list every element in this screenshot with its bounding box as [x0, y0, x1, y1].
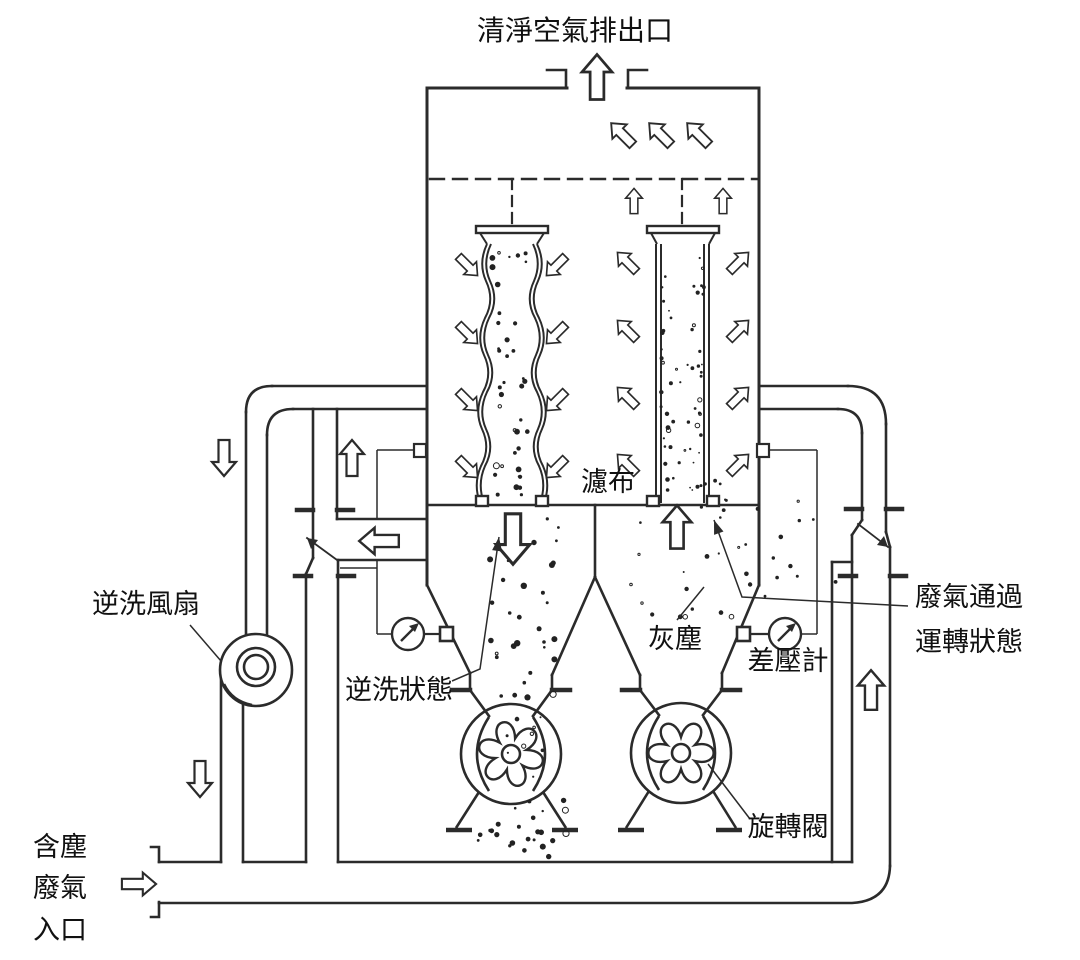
backwash-state-leader: [451, 536, 500, 682]
dust-particles: [476, 251, 838, 860]
backwash-fan: [218, 632, 294, 708]
filter-cloth-label: 濾布: [581, 467, 635, 497]
inlet-flange: [149, 900, 161, 919]
valve-shaft: [670, 742, 692, 764]
bag-outflow-arrow-icon: [722, 313, 756, 347]
inlet-right-arrow-icon: [120, 871, 158, 897]
bag-foot: [534, 494, 550, 508]
bag-outflow-arrow-icon: [610, 380, 644, 414]
bag-foot: [645, 494, 661, 508]
return-up-arrow-icon: [338, 438, 366, 478]
backwash-suction-pipe: [244, 384, 429, 652]
fan-leader: [189, 624, 222, 662]
bag-inflow-arrow-icon: [451, 317, 485, 351]
bag-foot: [705, 494, 721, 508]
rotary-valve-right: [618, 701, 742, 833]
pressure-gauge-left: [340, 442, 440, 652]
bag-outflow-arrow-icon: [610, 313, 644, 347]
plenum-flow-arrow-icon: [679, 115, 717, 153]
labels: 清淨空氣排出口 濾布 逆洗風扇 逆洗狀態 灰塵 差壓計 廢氣通過 運轉狀態 旋轉…: [33, 15, 1023, 945]
rotary-valve-label: 旋轉閥: [748, 812, 829, 842]
piping: [149, 384, 909, 919]
filter-chamber: [425, 68, 761, 677]
fan-inlet-eye-inner: [242, 653, 270, 681]
fan-scroll: [222, 683, 253, 707]
backwash-state-label: 逆洗狀態: [345, 675, 453, 705]
gauge-needle-icon: [786, 623, 796, 632]
leader-arrowhead-icon: [492, 537, 503, 552]
plenum-flow-arrow-icon: [641, 115, 679, 153]
backwash-return-duct: [292, 407, 429, 864]
outlet-flange: [545, 68, 568, 90]
right-filter-bag: [645, 224, 721, 508]
instrumentation: [340, 442, 818, 652]
rotary-valve-left: [446, 702, 578, 833]
inlet-label-line2: 廢氣: [33, 873, 87, 903]
gauge-needle-icon: [409, 623, 419, 632]
return-duct-left-arrow-icon: [357, 526, 401, 556]
clean-air-outlet-label: 清淨空氣排出口: [477, 15, 673, 47]
gauge-tap-flange: [438, 625, 455, 643]
differential-pressure-gauge-label: 差壓計: [748, 646, 829, 676]
bag-inflow-arrow-icon: [539, 317, 573, 351]
backwash-down-arrow-icon: [494, 512, 532, 566]
bag-cap: [474, 224, 550, 235]
leader-arrowhead-icon: [714, 520, 724, 535]
inlet-flange: [149, 845, 161, 864]
damper-icon: [877, 536, 888, 547]
valve-rotor: [647, 722, 715, 784]
filter-bags: [474, 224, 721, 508]
riser-up-arrow-icon: [856, 668, 886, 712]
operating-state-label: 運轉狀態: [915, 627, 1023, 657]
chamber-tap-flange: [412, 442, 428, 459]
dust-leader: [676, 586, 705, 621]
bag-foot: [474, 494, 490, 508]
waste-gas-passing-label: 廢氣通過: [915, 582, 1023, 612]
tube-sheet-up-arrow-icon: [713, 187, 733, 215]
outlet-flow-arrow-icon: [580, 53, 614, 101]
bag-outflow-arrow-icon: [610, 245, 644, 279]
plenum-flow-arrow-icon: [603, 115, 641, 153]
outlet-flange: [626, 68, 649, 90]
leader-lines: [189, 519, 909, 820]
discharge-down-arrow-icon: [186, 759, 214, 799]
bag-outflow-arrow-icon: [722, 245, 756, 279]
backwash-fan-label: 逆洗風扇: [92, 589, 200, 619]
rotary-valves: [446, 701, 742, 833]
inlet-label-line1: 含塵: [33, 832, 87, 862]
hoppers: [425, 583, 761, 718]
valve-shaft: [500, 743, 522, 765]
bag-cap: [645, 224, 721, 235]
bag-outflow-arrow-icon: [722, 380, 756, 414]
dust-label: 灰塵: [648, 624, 702, 654]
inlet-duct: [149, 845, 892, 919]
bag-inflow-arrow-icon: [451, 249, 485, 283]
inlet-label-line3: 入口: [33, 915, 87, 945]
tube-sheet-up-arrow-icon: [624, 187, 644, 215]
filtering-up-arrow-icon: [661, 504, 693, 550]
suction-down-arrow-icon: [210, 438, 238, 478]
rotary-valve-leader: [707, 763, 751, 820]
gauge-tap-flange: [735, 625, 752, 643]
pressure-gauge-right: [750, 442, 818, 652]
fan-discharge-pipe: [219, 668, 245, 864]
bag-inflow-arrow-icon: [539, 249, 573, 283]
left-filter-bag: [474, 224, 550, 508]
damper-icon: [307, 538, 318, 549]
valve-rotor: [478, 721, 544, 787]
chamber-tap-flange: [755, 442, 771, 459]
bag-outflow-arrow-icon: [722, 447, 756, 481]
operating-state-leader: [713, 519, 909, 607]
dirty-gas-riser: [757, 384, 909, 868]
